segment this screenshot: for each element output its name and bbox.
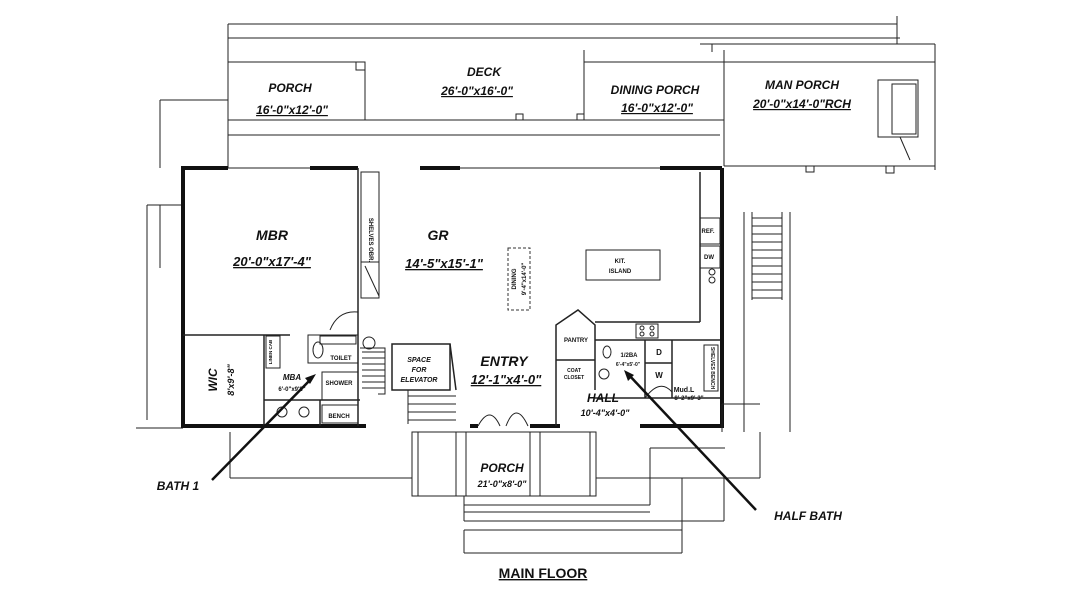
- kit-island-line1: KIT.: [615, 259, 626, 265]
- half-bath-room-dim: 6'-4"x5'-0": [616, 362, 641, 368]
- ref-label: REF.: [701, 229, 714, 235]
- half-bath-room-name: 1/2BA: [620, 353, 638, 359]
- dining-dim: 9'-4"x14'-0": [522, 263, 528, 296]
- front-porch-lines: [229, 412, 761, 554]
- dw-label: DW: [704, 255, 714, 261]
- elevator-line1: SPACE: [407, 357, 431, 364]
- elevator-line3: ELEVATOR: [401, 377, 438, 384]
- mbr-name: MBR: [256, 227, 289, 243]
- pantry-label: PANTRY: [564, 338, 588, 344]
- top-outdoor-areas: [159, 50, 935, 174]
- bath-fixtures: [265, 311, 673, 424]
- shelves-bench-label: SHELVES BENCH: [709, 347, 715, 390]
- callout-arrows: [211, 370, 757, 511]
- roof-lines: [227, 16, 936, 170]
- mbr-dim: 20'-0"x17'-4": [232, 254, 312, 269]
- linen-cab-label: LINEN CAB: [268, 339, 273, 364]
- mudl-name: Mud.L: [674, 387, 695, 394]
- elevator-line2: FOR: [412, 367, 427, 374]
- half-bath-leader: [627, 373, 757, 511]
- bath1-arrowhead: [305, 374, 316, 384]
- hall-name: HALL: [587, 391, 619, 405]
- interior-walls: [183, 168, 721, 426]
- plan-title: MAIN FLOOR: [499, 565, 588, 581]
- deck-name: DECK: [467, 65, 502, 79]
- wic-dim: 8'x9'-8": [226, 363, 236, 395]
- washer-label: W: [655, 371, 663, 380]
- deck-dim: 26'-0"x16'-0": [440, 84, 513, 98]
- shower-label: SHOWER: [326, 381, 354, 387]
- labels: PORCH 16'-0"x12'-0" DECK 26'-0"x16'-0" D…: [157, 65, 851, 581]
- coat-closet-line2: CLOSET: [564, 375, 584, 381]
- half-bath-callout: HALF BATH: [774, 509, 842, 523]
- dining-name: DINING: [512, 268, 518, 289]
- dining-porch-name: DINING PORCH: [611, 83, 700, 97]
- gr-dim: 14'-5"x15'-1": [405, 256, 484, 271]
- dryer-label: D: [656, 348, 662, 357]
- hall-dim: 10'-4"x4'-0": [581, 408, 631, 418]
- gr-name: GR: [428, 227, 450, 243]
- mba-dim: 6'-0"x9'8": [278, 387, 305, 393]
- exterior-stairs: [721, 212, 791, 432]
- bath1-leader: [211, 377, 313, 481]
- shelves-gr-label: SHELVES OBR.: [367, 218, 373, 263]
- porch-left-name: PORCH: [268, 81, 312, 95]
- coat-closet-line1: COAT: [567, 368, 581, 374]
- porch-left-dim: 16'-0"x12'-0": [256, 103, 328, 117]
- bench-label: BENCH: [328, 414, 349, 420]
- porch-front-dim: 21'-0"x8'-0": [477, 479, 528, 489]
- bath1-callout: BATH 1: [157, 479, 200, 493]
- mudl-dim: 8'-2"x9'-3": [674, 396, 703, 402]
- man-porch-name: MAN PORCH: [765, 78, 839, 92]
- left-outer-lines: [136, 204, 183, 429]
- dining-porch-dim: 16'-0"x12'-0": [621, 101, 693, 115]
- porch-front-name: PORCH: [480, 461, 524, 475]
- entry-name: ENTRY: [480, 353, 529, 369]
- half-bath-arrowhead: [624, 370, 634, 381]
- mba-name: MBA: [283, 373, 301, 382]
- man-porch-dim: 20'-0"x14'-0"RCH: [752, 97, 851, 111]
- toilet-label: TOILET: [330, 356, 352, 362]
- entry-dim: 12'-1"x4'-0": [471, 372, 542, 387]
- wic-name: WIC: [206, 368, 220, 392]
- kit-island-line2: ISLAND: [609, 269, 632, 275]
